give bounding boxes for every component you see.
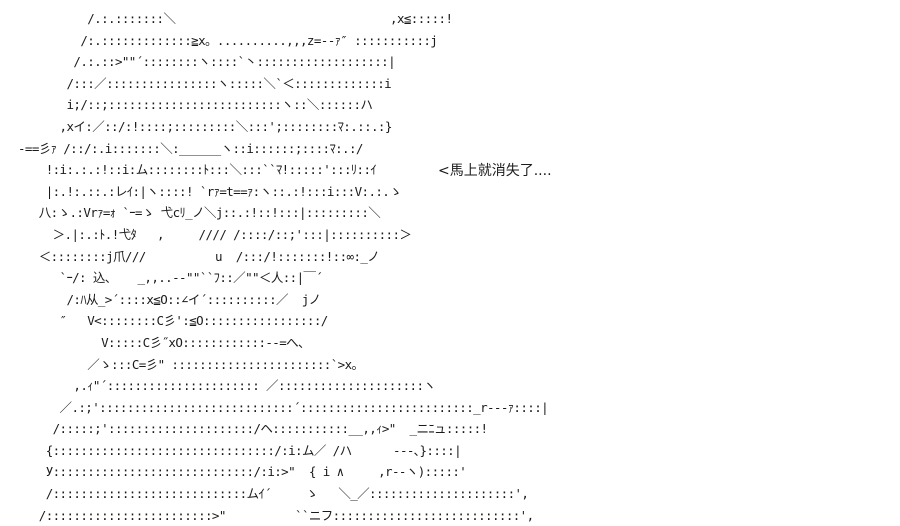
art-line: `ｰ/: 込、 _,,..-‐""``ﾌ::／""＜人::|￣´ [18, 270, 323, 286]
art-line: /:::／::::::::::::::::ヽ:::::＼`＜::::::::::… [18, 75, 392, 91]
art-line: V:::::C彡˝xO::::::::::::‐‐=へ、 [18, 334, 310, 350]
art-line: 八:ゝ.:Vrｧ=ｫ `ｰ=ゝ 弋cﾘ_ノ＼j::.:!::!:::|:::::… [18, 205, 381, 221]
art-line: /:ﾊ从_>´::::x≦O::∠イ´::::::::::／ jノ [18, 291, 321, 307]
art-line: -==彡ｧ /::/:.i:::::::＼:______ヽ::i::::::;:… [18, 140, 363, 156]
art-line: /::::::::::::::::::::::::>" ``ニフ::::::::… [18, 507, 534, 523]
art-line: ＜::::::::j爪/// u /:::/!:::::::!::∞:_ノ [18, 248, 380, 264]
art-line: ,.ｨ"´:::::::::::::::::::::: ／:::::::::::… [18, 378, 436, 394]
caption-text: <馬上就消失了.... [438, 163, 552, 179]
art-line: /.:.:::::::＼ ,x≦:::::! [18, 11, 453, 26]
art-line: У:::::::::::::::::::::::::::::/:i:>" { i… [18, 464, 467, 480]
art-line: ＞.|:.:ﾄ.!弋ﾀ , //// /::::/::;':::|:::::::… [18, 226, 412, 242]
art-line: ／ゝ:::C=彡" :::::::::::::::::::::::`>x。 [18, 356, 364, 372]
art-line: /:.:::::::::::::≧x。..........,,,z=-‐ｧ″ :… [18, 32, 438, 48]
art-line: i;/::;:::::::::::::::::::::::::ヽ::＼:::::… [18, 97, 373, 113]
art-line: /::::::::::::::::::::::::::::ムｲ´ ゝ ＼_／::… [18, 486, 529, 502]
art-line: ,xイ:／::/:!::::;:::::::::＼:::';::::::::ﾏ:… [18, 118, 393, 134]
art-line: {::::::::::::::::::::::::::::::::/:i:ム／ … [18, 442, 462, 458]
art-line: /.:.::>""´::::::::ヽ::::`丶:::::::::::::::… [18, 54, 396, 70]
art-line: ／.:;'::::::::::::::::::::::::::::´::::::… [18, 399, 549, 415]
art-line: ″ V<::::::::C彡':≦O:::::::::::::::::/ [18, 313, 329, 329]
art-line: |:.!:.::.:レｲ:|ヽ::::! `rｧ=t==ｧ:ヽ::.:!:::i… [18, 183, 402, 199]
ascii-art-figure: /.:.:::::::＼ ,x≦:::::! /:.:::::::::::::≧… [18, 8, 549, 526]
art-line: /:::::;':::::::::::::::::::::/ヘ:::::::::… [18, 421, 488, 437]
art-line: !:i:.:.:!::i:ム::::::::ﾄ:::＼:::``ﾏ!:::::'… [18, 162, 377, 178]
